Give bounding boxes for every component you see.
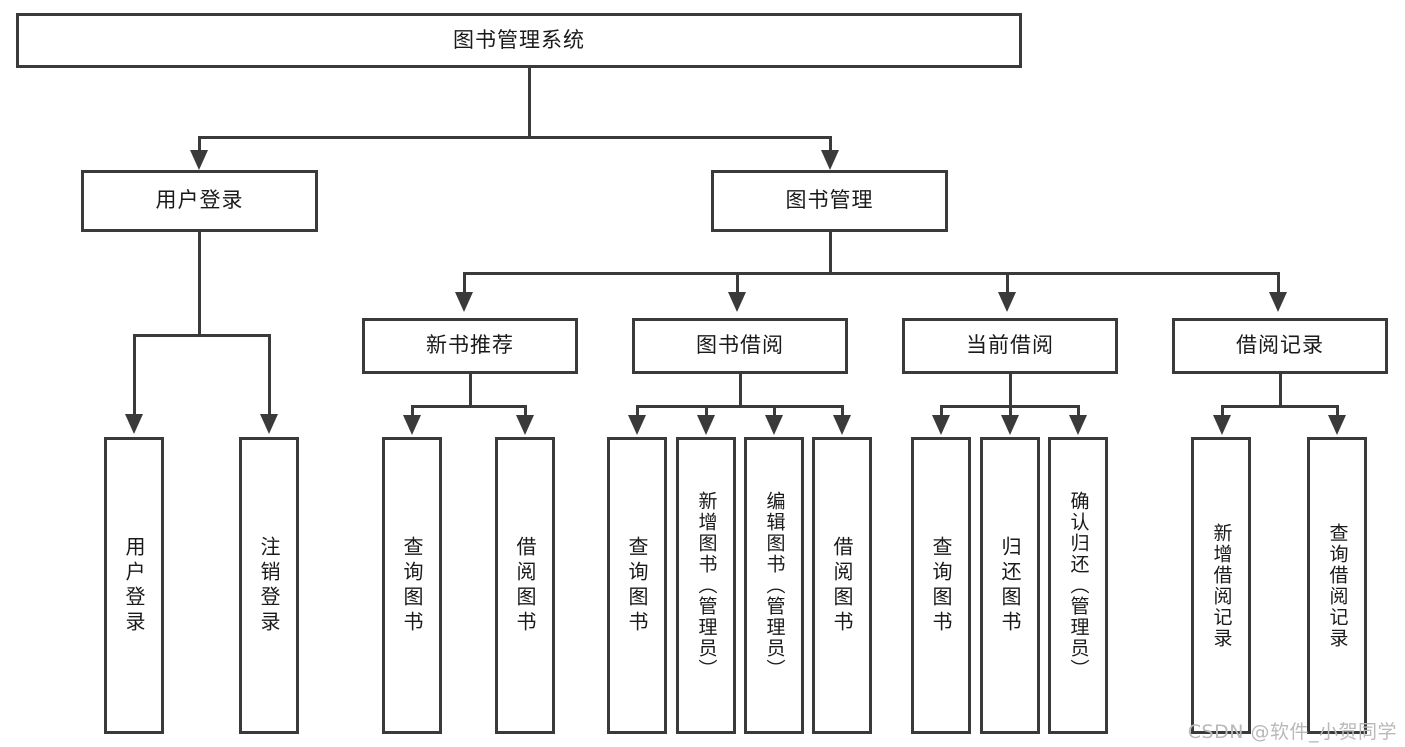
edge-current-borrow-stem [1009,374,1012,408]
edge-bm-to-book-borrow [736,272,739,296]
edge-user-login-to-leaf-2 [268,334,271,418]
edge-user-login-bus [133,334,271,337]
arrow-bm-to-book-borrow [728,292,746,312]
edge-book-management-stem [829,232,832,275]
node-current-borrow[interactable]: 当前借阅 [902,318,1118,374]
leaf-borrow-record-query-record[interactable]: 查询借阅记录 [1307,437,1367,734]
leaf-current-borrow-return-book[interactable]: 归还图书 [980,437,1040,734]
edge-root-to-user-login [198,136,201,154]
arrow-root-to-book-management [821,150,839,170]
edge-bb-to-leaf-1 [636,405,639,419]
edge-book-management-bus [463,272,1280,275]
edge-bm-to-new-book [463,272,466,296]
edge-bm-to-borrow-record [1277,272,1280,296]
node-user-login[interactable]: 用户登录 [81,170,318,232]
arrow-cb-to-leaf-2 [1001,415,1019,435]
leaf-current-borrow-query-book[interactable]: 查询图书 [911,437,971,734]
edge-nb-to-leaf-2 [524,405,527,419]
leaf-book-borrow-borrow-book[interactable]: 借阅图书 [812,437,872,734]
leaf-new-book-borrow-book[interactable]: 借阅图书 [495,437,555,734]
edge-nb-to-leaf-1 [411,405,414,419]
edge-br-to-leaf-1 [1221,405,1224,419]
leaf-book-borrow-query-book[interactable]: 查询图书 [607,437,667,734]
arrow-br-to-leaf-1 [1213,415,1231,435]
edge-root-to-book-management [829,136,832,154]
arrow-bb-to-leaf-1 [628,415,646,435]
leaf-user-login-login[interactable]: 用户登录 [104,437,164,734]
edge-root-bus [198,136,832,139]
edge-book-borrow-stem [739,374,742,408]
arrow-nb-to-leaf-2 [516,415,534,435]
arrow-bb-to-leaf-2 [697,415,715,435]
edge-borrow-record-stem [1279,374,1282,408]
node-book-management[interactable]: 图书管理 [711,170,948,232]
arrow-cb-to-leaf-3 [1069,415,1087,435]
edge-root-stem [528,68,531,138]
arrow-bm-to-borrow-record [1269,292,1287,312]
edge-br-to-leaf-2 [1336,405,1339,419]
edge-new-book-bus [411,405,527,408]
node-new-book-recommend[interactable]: 新书推荐 [362,318,578,374]
edge-user-login-to-leaf-1 [133,334,136,418]
arrow-bm-to-new-book [455,292,473,312]
edge-book-borrow-bus [636,405,844,408]
arrow-user-login-to-leaf-2 [260,414,278,434]
leaf-borrow-record-add-record[interactable]: 新增借阅记录 [1191,437,1251,734]
arrow-nb-to-leaf-1 [403,415,421,435]
edge-cb-to-leaf-1 [940,405,943,419]
edge-user-login-stem [198,232,201,337]
leaf-user-login-logout[interactable]: 注销登录 [239,437,299,734]
arrow-root-to-user-login [190,150,208,170]
arrow-br-to-leaf-2 [1328,415,1346,435]
node-borrow-record[interactable]: 借阅记录 [1172,318,1388,374]
leaf-current-borrow-confirm-return-admin[interactable]: 确认归还（管理员） [1048,437,1108,734]
edge-borrow-record-bus [1221,405,1339,408]
arrow-bb-to-leaf-3 [765,415,783,435]
edge-bm-to-current-borrow [1006,272,1009,296]
node-book-borrow[interactable]: 图书借阅 [632,318,848,374]
arrow-user-login-to-leaf-1 [125,414,143,434]
arrow-bb-to-leaf-4 [833,415,851,435]
arrow-bm-to-current-borrow [998,292,1016,312]
edge-bb-to-leaf-4 [841,405,844,419]
edge-new-book-stem [469,374,472,408]
leaf-new-book-query-book[interactable]: 查询图书 [382,437,442,734]
edge-bb-to-leaf-3 [773,405,776,419]
edge-cb-to-leaf-2 [1009,405,1012,419]
leaf-book-borrow-edit-book-admin[interactable]: 编辑图书（管理员） [744,437,804,734]
edge-bb-to-leaf-2 [705,405,708,419]
node-root-book-management-system[interactable]: 图书管理系统 [16,13,1022,68]
leaf-book-borrow-add-book-admin[interactable]: 新增图书（管理员） [676,437,736,734]
edge-cb-to-leaf-3 [1077,405,1080,419]
arrow-cb-to-leaf-1 [932,415,950,435]
